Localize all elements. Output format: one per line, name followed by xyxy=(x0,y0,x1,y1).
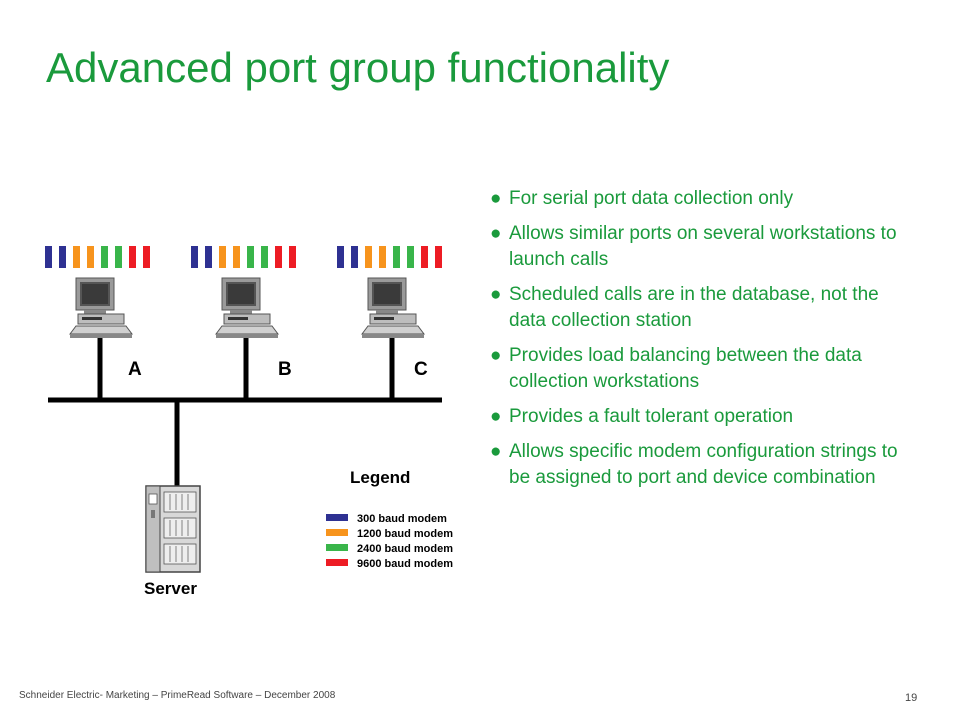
bullet-dot-icon: ● xyxy=(490,284,502,305)
port-group-b xyxy=(191,246,296,268)
bullet-text: Provides a fault tolerant operation xyxy=(509,406,794,427)
port-bar xyxy=(351,246,358,268)
port-bar xyxy=(45,246,52,268)
port-bar xyxy=(115,246,122,268)
port-bars xyxy=(45,246,150,268)
port-bar xyxy=(129,246,136,268)
workstation-a-computer-icon xyxy=(69,277,133,338)
port-bar xyxy=(421,246,428,268)
port-bar xyxy=(435,246,442,268)
port-bars xyxy=(337,246,442,268)
bullet-dot-icon: ● xyxy=(490,188,502,209)
port-bar xyxy=(87,246,94,268)
page-number: 19 xyxy=(905,692,918,704)
port-group-c xyxy=(337,246,442,268)
bullet-dot-icon: ● xyxy=(490,441,502,462)
workstation-label-c: C xyxy=(414,359,428,380)
bullet-item: ● For serial port data collection only xyxy=(490,186,910,212)
server-label: Server xyxy=(144,579,197,598)
port-bar xyxy=(73,246,80,268)
legend-swatch xyxy=(326,529,348,536)
legend-swatch xyxy=(326,559,348,566)
port-bar xyxy=(101,246,108,268)
legend-item-label: 1200 baud modem xyxy=(357,528,453,540)
legend-swatch xyxy=(326,544,348,551)
port-bar xyxy=(219,246,226,268)
bullet-list: ● For serial port data collection only ● Al… xyxy=(490,186,910,500)
port-bar xyxy=(233,246,240,268)
port-bar xyxy=(337,246,344,268)
legend-item-label: 2400 baud modem xyxy=(357,543,453,555)
legend: Legend 300 baud modem 1200 baud modem 2400… xyxy=(326,468,453,570)
bullet-text: Provides load balancing between the data… xyxy=(509,345,862,392)
network-lines xyxy=(48,338,442,488)
port-group-a xyxy=(45,246,150,268)
port-bar xyxy=(205,246,212,268)
port-bar xyxy=(289,246,296,268)
legend-item-label: 300 baud modem xyxy=(357,513,447,525)
bullet-item: ● Scheduled calls are in the database, no… xyxy=(490,282,910,334)
port-bar xyxy=(275,246,282,268)
port-bar xyxy=(365,246,372,268)
port-bar xyxy=(407,246,414,268)
workstation-label-b: B xyxy=(278,359,292,380)
bullet-text: Allows specific modem configuration stri… xyxy=(509,441,898,488)
port-bar xyxy=(247,246,254,268)
port-bar xyxy=(261,246,268,268)
bullet-dot-icon: ● xyxy=(490,345,502,366)
bullet-item: ● Allows specific modem configuration str… xyxy=(490,439,910,491)
bullet-dot-icon: ● xyxy=(490,223,502,244)
server-icon xyxy=(145,485,201,573)
port-bar xyxy=(143,246,150,268)
workstation-b-computer-icon xyxy=(215,277,279,338)
slide-title: Advanced port group functionality xyxy=(46,44,670,91)
legend-item-label: 9600 baud modem xyxy=(357,558,453,570)
bullet-text: For serial port data collection only xyxy=(509,188,794,209)
port-bar xyxy=(59,246,66,268)
legend-swatch xyxy=(326,514,348,521)
bullet-item: ● Provides a fault tolerant operation xyxy=(490,404,910,430)
port-bar xyxy=(379,246,386,268)
bullet-item: ● Provides load balancing between the dat… xyxy=(490,343,910,395)
footer-text: Schneider Electric- Marketing – PrimeRea… xyxy=(19,690,336,701)
bullet-text: Allows similar ports on several workstat… xyxy=(509,223,897,270)
bullet-dot-icon: ● xyxy=(490,406,502,427)
bullet-text: Scheduled calls are in the database, not… xyxy=(509,284,879,331)
legend-title: Legend xyxy=(350,468,410,487)
bullet-item: ● Allows similar ports on several worksta… xyxy=(490,221,910,273)
workstation-label-a: A xyxy=(128,359,142,380)
workstation-c-computer-icon xyxy=(361,277,425,338)
port-bar xyxy=(393,246,400,268)
port-bars xyxy=(191,246,296,268)
network-diagram: A B C Server Legend 300 baud modem 1200 b… xyxy=(45,246,453,598)
port-bar xyxy=(191,246,198,268)
